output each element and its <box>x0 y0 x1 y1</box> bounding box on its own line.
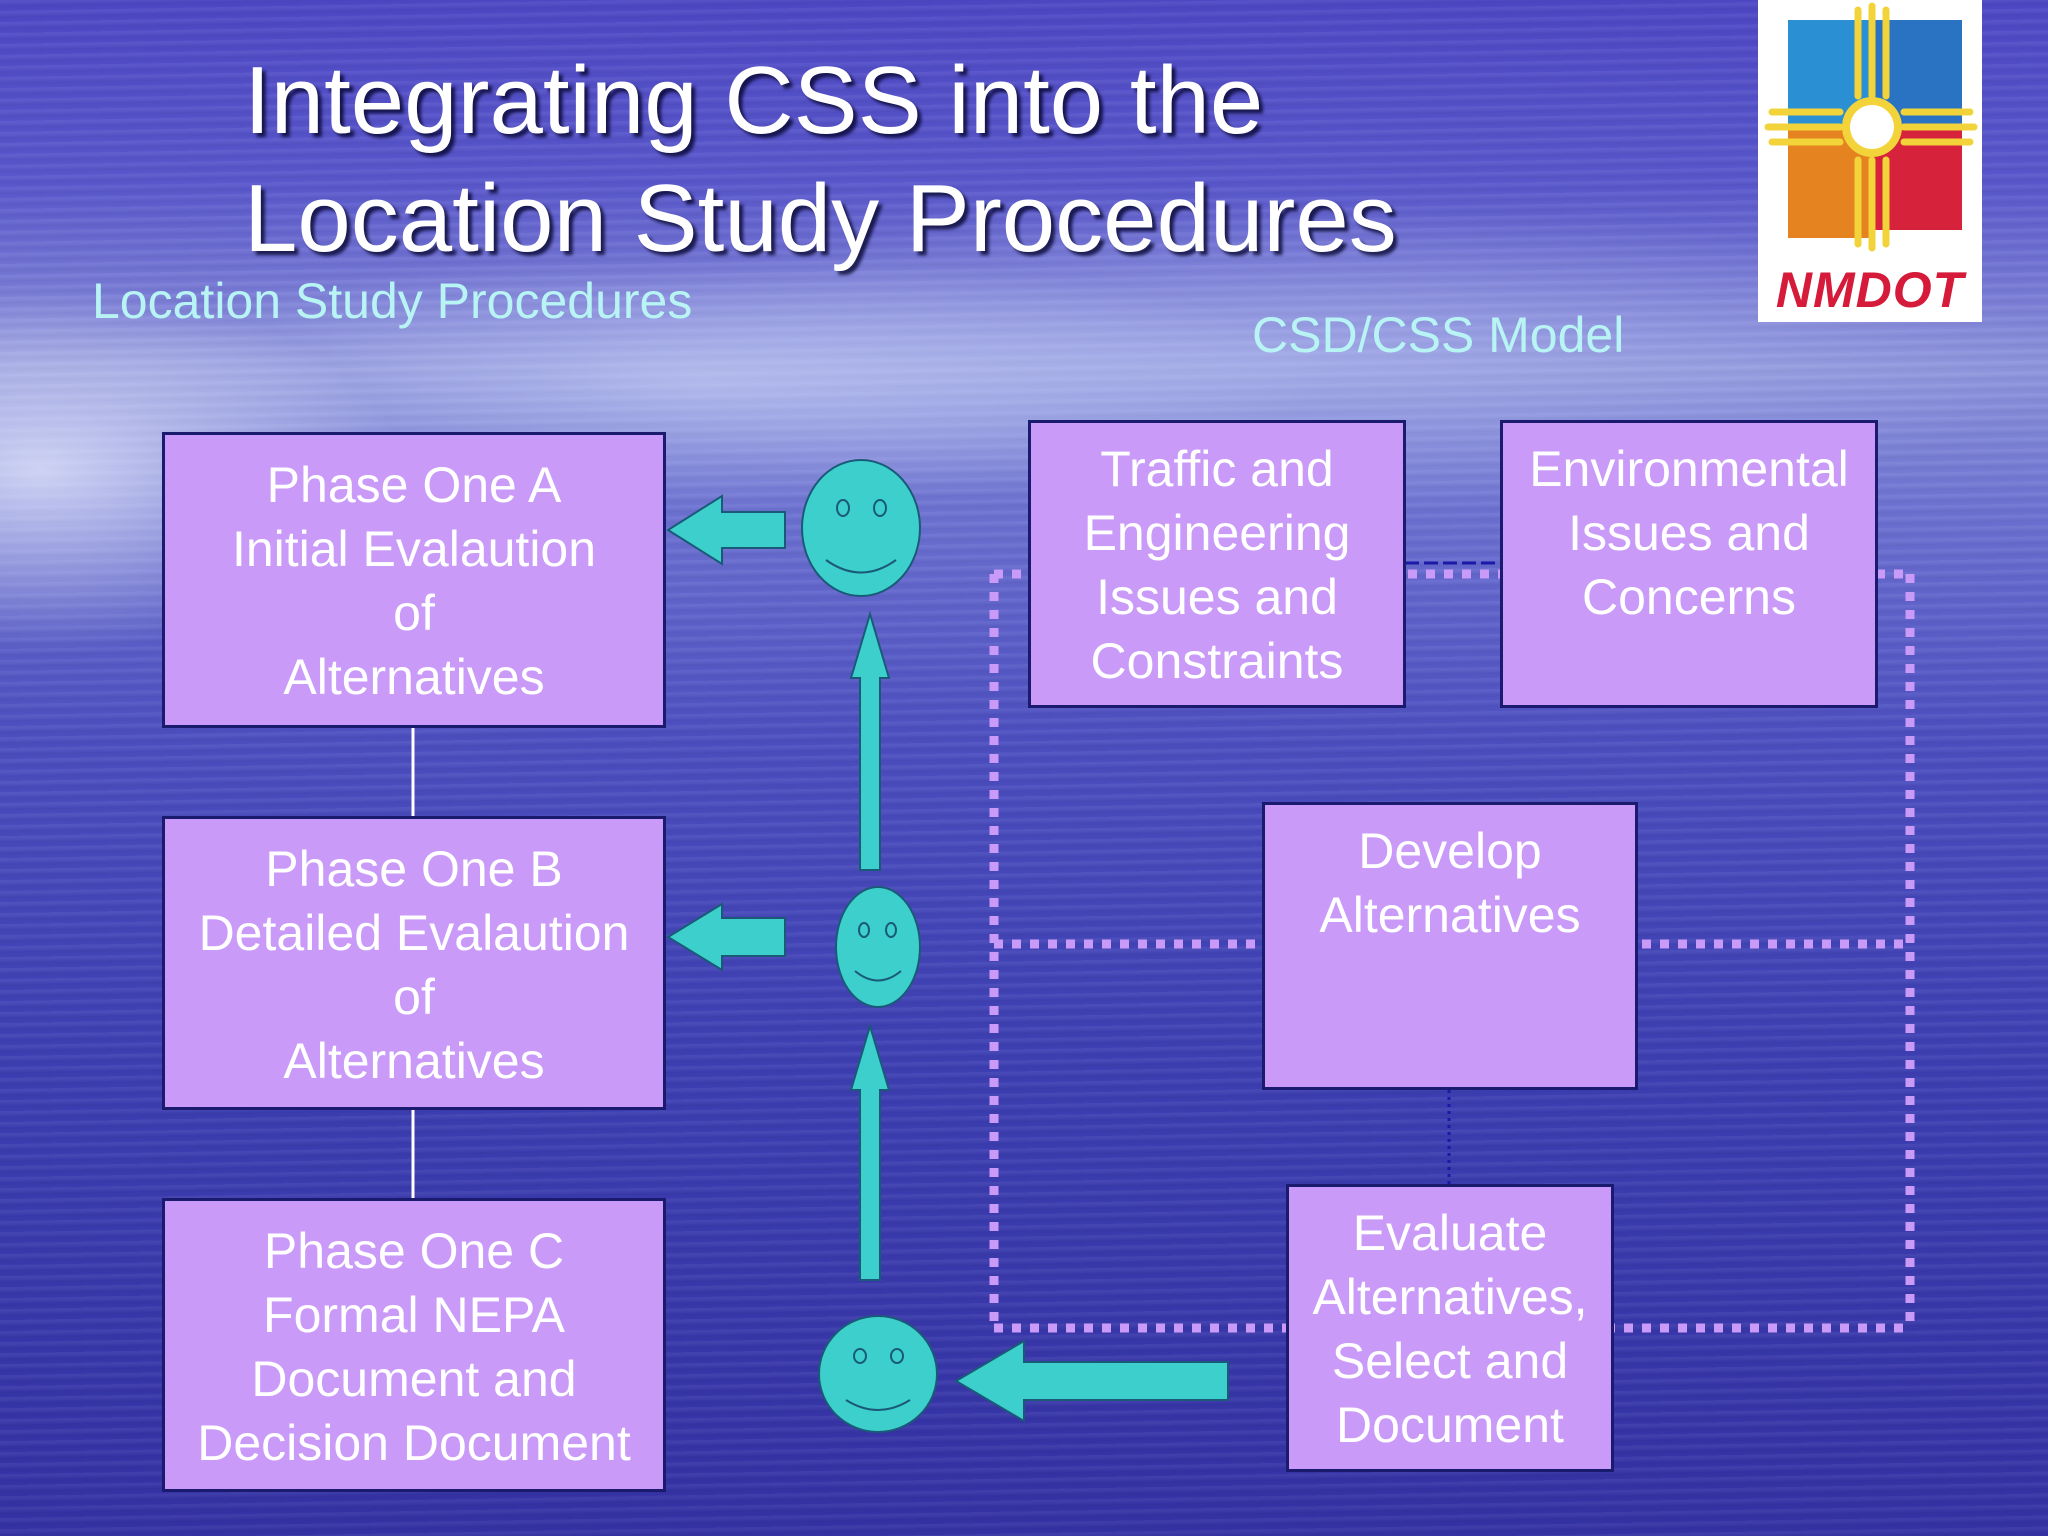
environmental-box: Environmental Issues and Concerns <box>1500 420 1878 708</box>
traffic-line-1: Traffic and <box>1100 441 1334 497</box>
right-heading: CSD/CSS Model <box>1252 307 1625 363</box>
phase-b-line-3: of <box>393 969 435 1025</box>
phase-b-line-4: Alternatives <box>283 1033 545 1089</box>
phase-c-line-1: Phase One C <box>263 1223 565 1279</box>
phase-a-line-2: Initial Evalaution <box>231 521 597 577</box>
develop-alternatives-box: Develop Alternatives <box>1262 802 1638 1090</box>
phase-c-line-2: Formal NEPA <box>263 1287 565 1343</box>
smiley-face-top <box>801 459 921 597</box>
phase-one-a-box: Phase One A Initial Evalaution of Altern… <box>162 432 666 728</box>
arrow-to-phase-a <box>666 494 786 566</box>
arrow-up-upper <box>849 610 891 871</box>
traffic-line-3: Issues and <box>1096 569 1338 625</box>
evaluate-line-3: Select and <box>1331 1333 1569 1389</box>
phase-c-line-3: Document and <box>251 1351 577 1407</box>
nmdot-logo: NMDOT <box>1758 0 1982 322</box>
environmental-line-1: Environmental <box>1529 441 1849 497</box>
slide-title-line-2: Location Study Procedures <box>244 165 1397 272</box>
environmental-line-3: Concerns <box>1582 569 1796 625</box>
smiley-face-bottom <box>818 1315 938 1433</box>
arrow-to-phase-b <box>666 902 786 972</box>
slide-title: Integrating CSS into the Location Study … <box>244 42 1397 278</box>
phase-c-line-4: Decision Document <box>197 1415 631 1471</box>
arrow-up-lower <box>849 1022 891 1281</box>
environmental-line-2: Issues and <box>1568 505 1810 561</box>
evaluate-line-4: Document <box>1336 1397 1564 1453</box>
traffic-engineering-box: Traffic and Engineering Issues and Const… <box>1028 420 1406 708</box>
zia-sun-icon <box>1764 2 1978 252</box>
phase-one-c-box: Phase One C Formal NEPA Document and Dec… <box>162 1198 666 1492</box>
left-heading: Location Study Procedures <box>92 273 693 329</box>
phase-a-line-1: Phase One A <box>266 457 562 513</box>
evaluate-line-1: Evaluate <box>1352 1205 1548 1261</box>
traffic-line-4: Constraints <box>1090 633 1344 689</box>
traffic-line-2: Engineering <box>1083 505 1351 561</box>
evaluate-line-2: Alternatives, <box>1312 1269 1588 1325</box>
phase-a-line-3: of <box>393 585 435 641</box>
phase-a-line-4: Alternatives <box>283 649 545 705</box>
arrow-from-evaluate <box>954 1339 1229 1423</box>
develop-line-2: Alternatives <box>1319 887 1581 943</box>
smiley-face-middle <box>835 886 921 1008</box>
phase-b-line-1: Phase One B <box>265 841 563 897</box>
slide-title-line-1: Integrating CSS into the <box>244 47 1264 154</box>
evaluate-alternatives-box: Evaluate Alternatives, Select and Docume… <box>1286 1184 1614 1472</box>
phase-one-b-box: Phase One B Detailed Evalaution of Alter… <box>162 816 666 1110</box>
phase-b-line-2: Detailed Evalaution <box>198 905 630 961</box>
logo-text: NMDOT <box>1775 262 1965 318</box>
develop-line-1: Develop <box>1358 823 1542 879</box>
